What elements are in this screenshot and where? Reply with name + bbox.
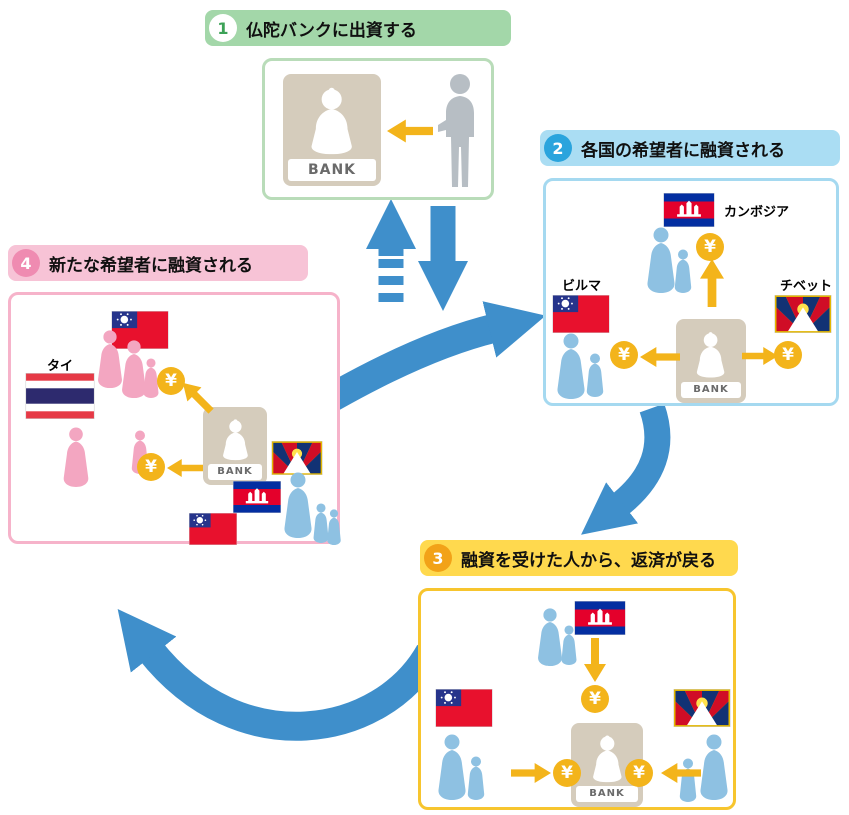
step1-header: 1 仏陀バンクに出資する	[205, 10, 511, 46]
money-arrow-down-icon	[584, 638, 606, 682]
flag-burma	[435, 689, 493, 727]
flag-tibet	[673, 689, 731, 727]
borrower-child-icon	[584, 353, 606, 397]
bank-label: BANK	[681, 382, 741, 398]
step4-number-badge: 4	[12, 249, 40, 277]
step3-title: 融資を受けた人から、返済が戻る	[461, 550, 716, 571]
step3-header: 3 融資を受けた人から、返済が戻る	[420, 540, 738, 576]
repayer-adult-icon	[697, 733, 731, 801]
step1-number-badge: 1	[209, 14, 237, 42]
step1-title: 仏陀バンクに出資する	[246, 20, 417, 41]
step2-title: 各国の希望者に融資される	[581, 140, 785, 161]
step2-header: 2 各国の希望者に融資される	[540, 130, 840, 166]
donor-person-icon	[433, 73, 485, 191]
yen-coin: ¥	[137, 453, 165, 481]
step3-panel: BANK ¥ ¥ ¥	[418, 588, 736, 810]
bank-label: BANK	[208, 464, 262, 480]
borrower-child-icon	[672, 249, 694, 293]
country-label-tibet: チベット	[780, 279, 833, 294]
yen-coin: ¥	[696, 233, 724, 261]
money-arrow-right-icon	[511, 763, 551, 783]
step4-title: 新たな希望者に融資される	[49, 255, 253, 276]
flag-cambodia	[231, 481, 283, 513]
family-child-icon	[325, 507, 343, 547]
flag-thailand	[25, 373, 95, 419]
repayer-adult-icon	[435, 733, 469, 801]
money-arrow-left-icon	[387, 119, 433, 143]
flow-arrow-to-step4-icon	[117, 609, 443, 741]
buddha-icon	[592, 735, 622, 783]
new-borrower-adult-icon	[59, 427, 93, 487]
yen-coin: ¥	[553, 759, 581, 787]
money-arrow-left-icon	[661, 763, 701, 783]
yen-coin: ¥	[157, 367, 185, 395]
step2-number-badge: 2	[544, 134, 572, 162]
flag-burma	[189, 513, 237, 545]
buddha-icon	[311, 87, 353, 155]
yen-coin: ¥	[610, 341, 638, 369]
repayer-child-icon	[465, 755, 487, 801]
flag-burma	[552, 295, 610, 333]
repayer-child-icon	[559, 625, 579, 665]
borrower-adult-icon	[554, 333, 588, 399]
money-arrow-left-icon	[640, 347, 680, 367]
step3-number-badge: 3	[424, 544, 452, 572]
flag-tibet	[774, 295, 832, 333]
buddha-icon	[697, 332, 725, 378]
yen-coin: ¥	[581, 685, 609, 713]
money-arrow-up-icon	[700, 259, 724, 307]
step1-panel: BANK	[262, 58, 494, 200]
flag-cambodia	[662, 193, 716, 227]
money-arrow-left-icon	[167, 459, 203, 477]
bank-box: BANK	[283, 74, 381, 186]
step4-header: 4 新たな希望者に融資される	[8, 245, 308, 281]
bank-label: BANK	[288, 159, 376, 181]
flow-arrow-to-step3-icon	[581, 403, 671, 535]
country-label-thailand: タイ	[47, 359, 74, 374]
step4-panel: タイ BANK	[8, 292, 343, 547]
yen-coin: ¥	[625, 759, 653, 787]
yen-coin: ¥	[774, 341, 802, 369]
flow-arrow-to-step2-icon	[325, 301, 546, 410]
country-label-burma: ビルマ	[562, 279, 602, 294]
country-label-cambodia: カンボジア	[724, 205, 790, 220]
step2-panel: カンボジア ビルマ チベット BANK	[543, 178, 839, 406]
bank-label: BANK	[576, 786, 638, 802]
bank-box: BANK	[203, 407, 267, 485]
bank-box: BANK	[676, 319, 746, 403]
money-arrow-right-icon	[742, 347, 778, 365]
flag-cambodia	[573, 601, 627, 635]
buddha-icon	[222, 419, 248, 461]
family-adult-icon	[281, 469, 315, 541]
